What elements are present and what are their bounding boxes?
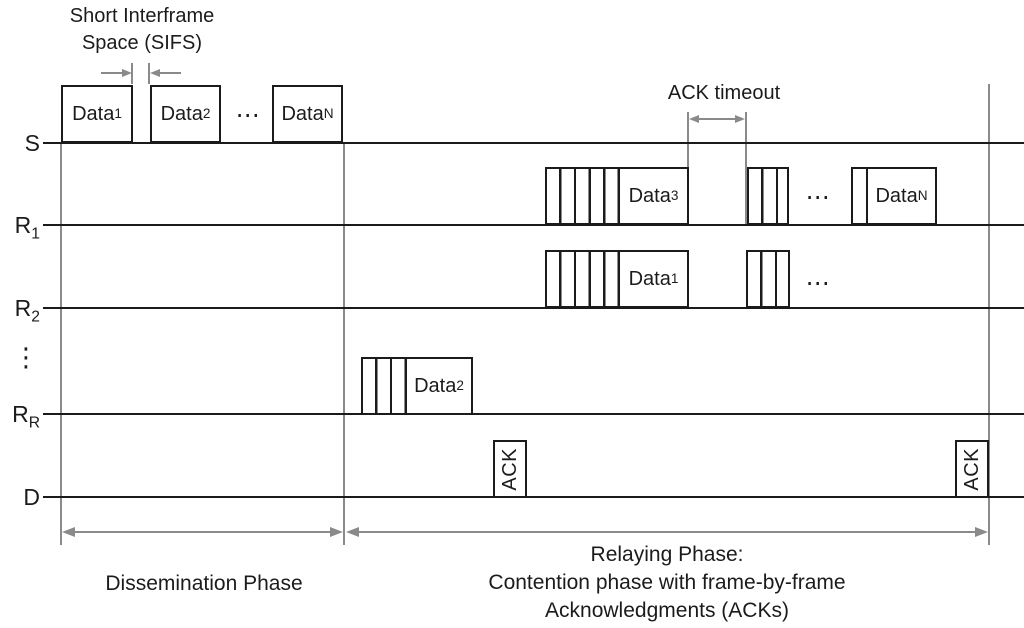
relaying-phase-line3: Acknowledgments (ACKs) xyxy=(545,599,789,622)
dissemination-arrow-head-right xyxy=(330,527,343,537)
ack-timeout-arrow-head-right xyxy=(735,115,745,123)
frame-r2-backoff xyxy=(746,250,790,308)
r2-row-ellipsis: ⋯ xyxy=(805,269,831,297)
frame-d-ack1: ACK xyxy=(493,440,527,498)
sifs-arrow-left-shaft xyxy=(158,72,181,74)
frame-r2-backoff-hatch xyxy=(748,252,788,306)
frame-d-ack1-text: ACK xyxy=(498,447,521,491)
sifs-arrow-right-shaft xyxy=(101,72,124,74)
frame-rr-data2-text: Data xyxy=(414,374,457,397)
ack-timeout-tick-right xyxy=(745,112,747,225)
sifs-arrow-left-head xyxy=(150,69,160,77)
ack-timeout-label: ACK timeout xyxy=(667,82,781,104)
row-label-destination-text: D xyxy=(23,484,40,510)
phase-boundary-line-right xyxy=(988,84,990,545)
frame-r1-backoff xyxy=(747,167,789,225)
relaying-arrow-shaft xyxy=(356,531,978,533)
relaying-phase-line2: Contention phase with frame-by-frame xyxy=(488,571,846,594)
frame-r2-data1-contention-hatch xyxy=(547,252,620,306)
frame-d-ack2-text: ACK xyxy=(960,447,983,491)
frame-r1-data3-text: Data xyxy=(628,184,671,207)
relaying-arrow-head-left xyxy=(346,527,359,537)
r1-row-ellipsis: ⋯ xyxy=(805,183,831,211)
phase-boundary-line-left xyxy=(60,143,62,545)
timeline-relayR xyxy=(43,413,1024,415)
frame-r1-data3-contention-hatch xyxy=(547,169,620,223)
row-label-source-text: S xyxy=(24,130,40,156)
sifs-title-line2: Space (SIFS) xyxy=(81,32,203,54)
phase-boundary-line-middle xyxy=(343,143,345,545)
timeline-source xyxy=(43,142,1024,144)
frame-d-ack1-label: ACK xyxy=(495,442,525,496)
sifs-title: Short Interframe Space (SIFS) xyxy=(22,3,262,57)
dissemination-arrow-shaft xyxy=(72,531,334,533)
row-label-vertical-ellipsis: ⋮ xyxy=(13,343,40,373)
frame-d-ack2: ACK xyxy=(955,440,989,498)
dissemination-phase-label: Dissemination Phase xyxy=(105,572,303,595)
row-label-relay1-sub: 1 xyxy=(31,225,40,243)
relaying-phase-line1: Relaying Phase: xyxy=(590,543,744,566)
frame-s-dataN-text: Data xyxy=(281,102,324,125)
ack-timeout-arrow-head-left xyxy=(689,115,699,123)
frame-s-data1-text: Data xyxy=(72,102,115,125)
dissemination-arrow-head-left xyxy=(62,527,75,537)
row-label-relay1-text: R xyxy=(14,212,32,238)
frame-r1-backoff-hatch xyxy=(749,169,787,223)
row-label-relayR-text: R xyxy=(12,401,29,427)
relaying-phase-label: Relaying Phase: Contention phase with fr… xyxy=(427,541,907,625)
sifs-title-line1: Short Interframe xyxy=(69,5,215,27)
frame-r2-data1-text: Data xyxy=(628,267,671,290)
row-label-source: S xyxy=(0,129,40,157)
timeline-destination xyxy=(43,496,1024,498)
row-label-relayR-sub: R xyxy=(28,414,40,432)
relaying-arrow-head-right xyxy=(975,527,988,537)
timeline-relay2 xyxy=(43,307,1024,309)
sifs-arrow-right-head xyxy=(122,69,132,77)
row-label-relay2-text: R xyxy=(14,295,32,321)
frame-r1-dataN-text: Data xyxy=(875,184,918,207)
row-label-relayR: RR xyxy=(0,400,40,431)
frame-rr-data2-contention-hatch xyxy=(363,359,407,413)
row-label-destination: D xyxy=(0,483,40,511)
frame-d-ack2-label: ACK xyxy=(957,442,987,496)
s-row-ellipsis: ⋯ xyxy=(235,101,261,129)
frame-r1-dataN-contention-hatch xyxy=(853,169,868,223)
row-label-relay2-sub: 2 xyxy=(31,308,40,326)
ack-timeout-arrow-shaft xyxy=(695,118,738,120)
row-label-relay1: R1 xyxy=(0,211,40,242)
frame-s-data2-text: Data xyxy=(160,102,203,125)
row-label-relay2: R2 xyxy=(0,294,40,325)
timeline-relay1 xyxy=(43,224,1024,226)
sifs-tick-right xyxy=(148,63,150,84)
sifs-tick-left xyxy=(131,63,133,84)
